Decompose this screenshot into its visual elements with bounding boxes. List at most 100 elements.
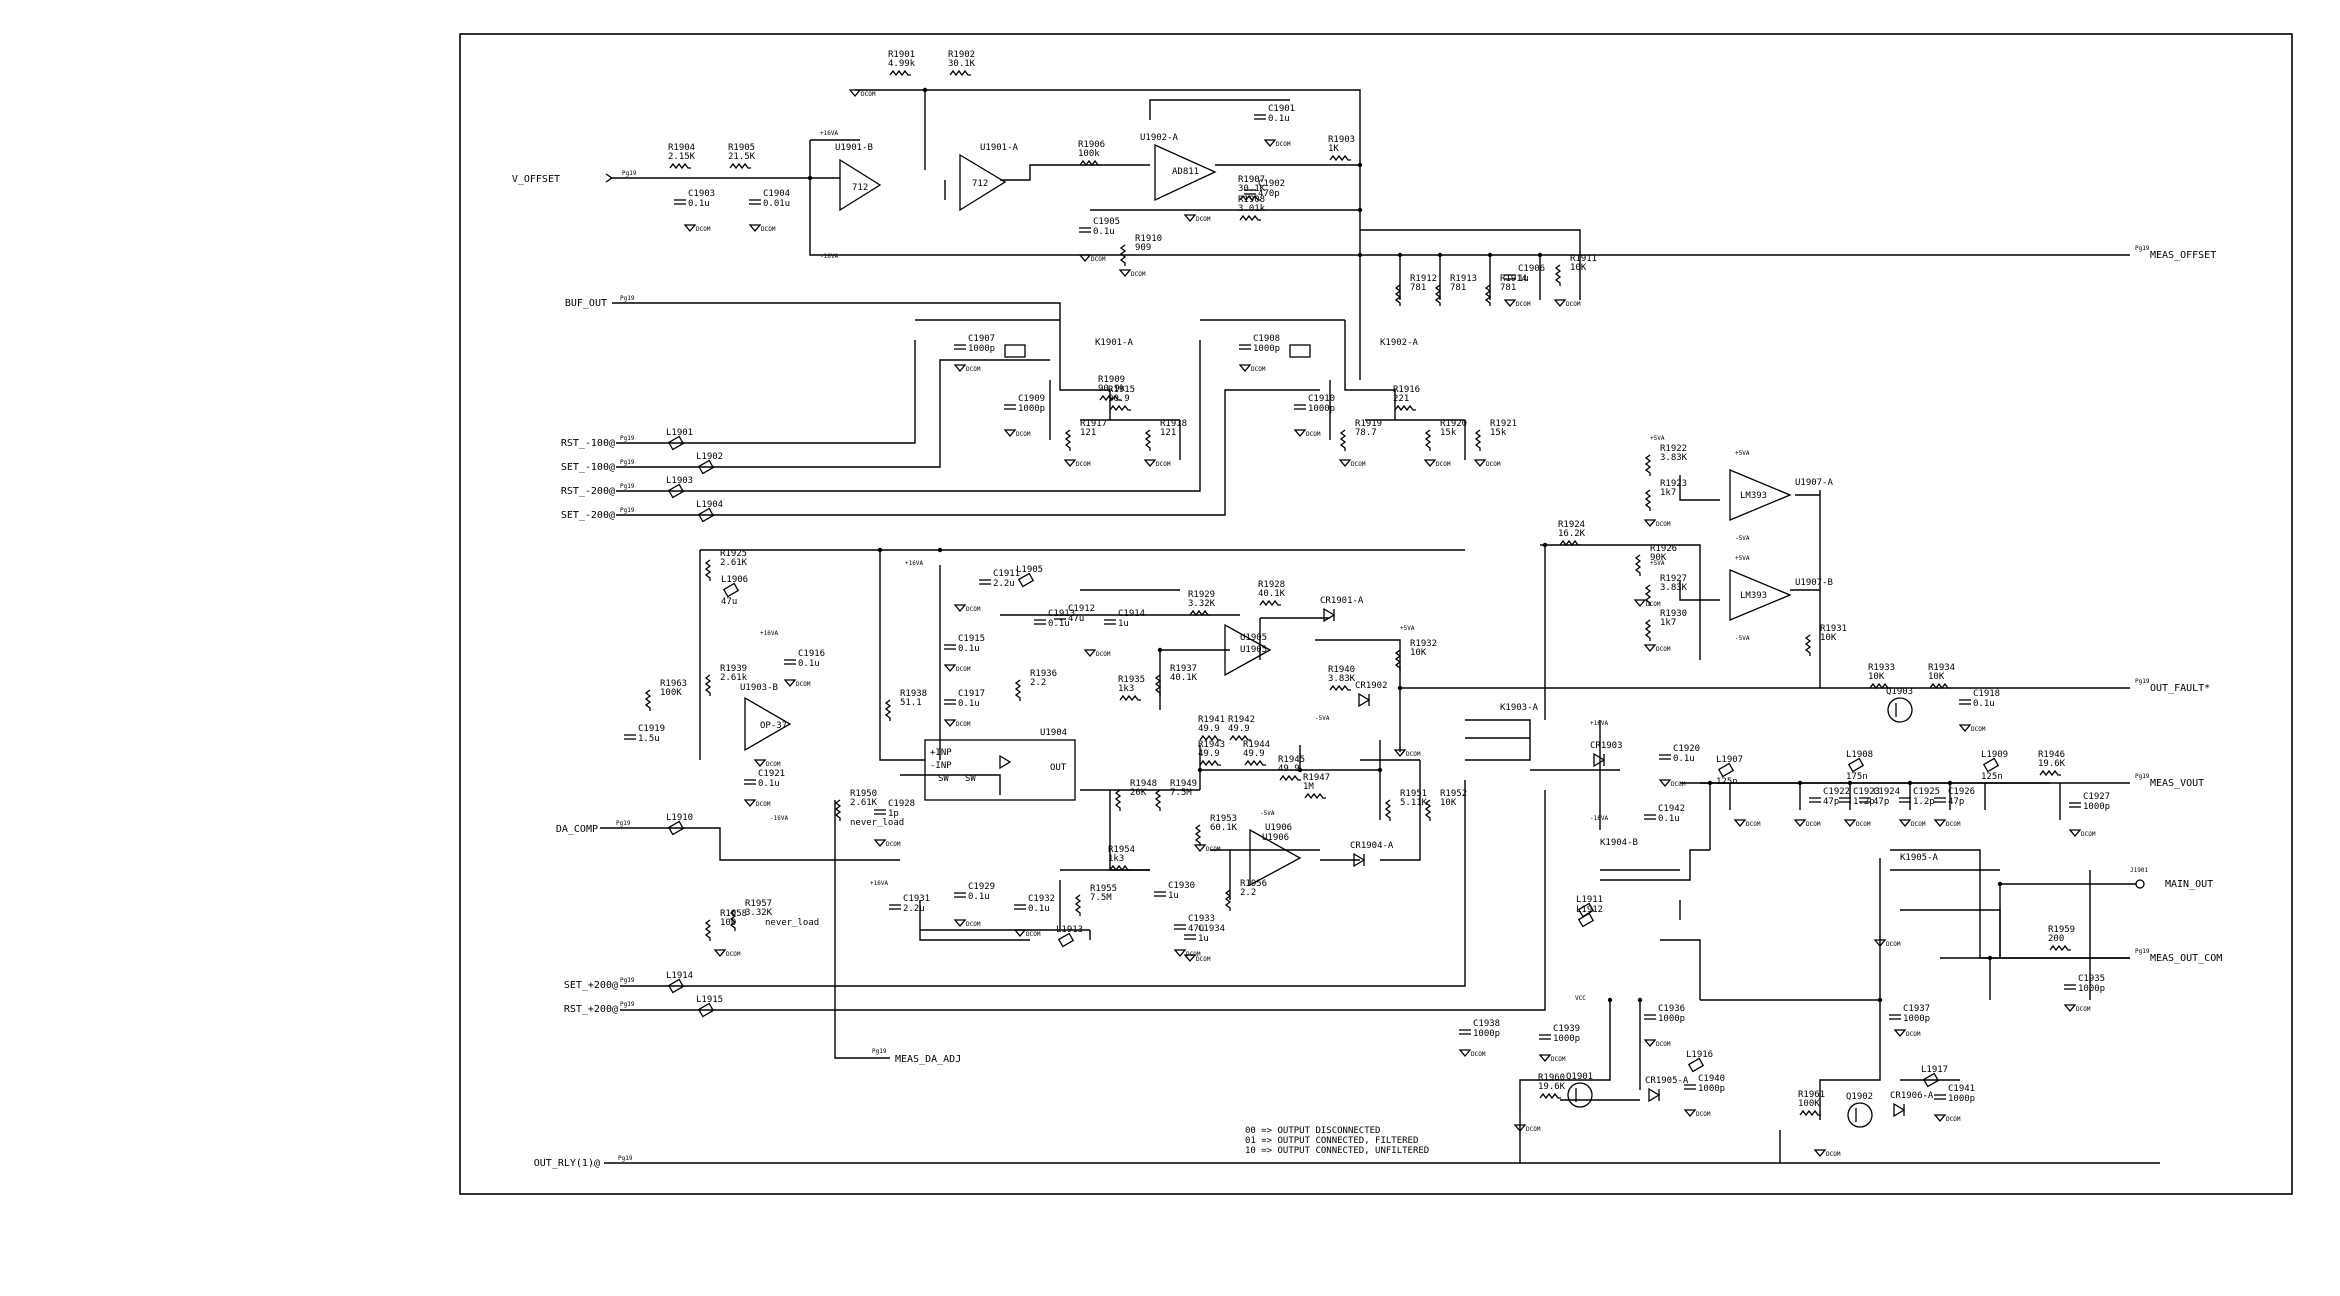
- ground-label: DCOM: [761, 226, 776, 233]
- capacitor-ref: C1938: [1473, 1019, 1500, 1029]
- capacitor-value: 0.1u: [688, 199, 710, 209]
- junction: [937, 547, 943, 553]
- capacitor-value: 0.1u: [968, 892, 990, 902]
- resistor-ref: R1905: [728, 143, 755, 153]
- svg-text:OUT_FAULT*: OUT_FAULT*: [2150, 683, 2210, 694]
- capacitor-ref: C1929: [968, 882, 995, 892]
- svg-text:Pg19: Pg19: [2135, 948, 2150, 955]
- capacitor-ref: C1921: [758, 769, 785, 779]
- never-load-label: never_load: [850, 818, 904, 828]
- capacitor-ref: C1905: [1093, 217, 1120, 227]
- resistor-ref: R1952: [1440, 789, 1467, 799]
- supply-label: +5VA: [1650, 435, 1665, 442]
- port-out-fault: Pg19 OUT_FAULT*: [1400, 678, 2210, 694]
- inductor: L1914: [666, 971, 693, 981]
- resistor-ref: R1958: [720, 909, 747, 919]
- capacitor-ref: C1915: [958, 634, 985, 644]
- supply-label: -5VA: [1735, 635, 1750, 642]
- ground-icon: DCOM: [1423, 459, 1451, 468]
- ground-label: DCOM: [956, 666, 971, 673]
- ground-label: DCOM: [966, 921, 981, 928]
- resistor-value: 5.11K: [1400, 798, 1428, 808]
- port-meas-out-com: Pg19 MEAS_OUT_COM: [1980, 948, 2222, 964]
- resistor-value: 4.99k: [888, 59, 916, 69]
- capacitor-ref: C1937: [1903, 1004, 1930, 1014]
- resistor-value: 2.61K: [850, 798, 878, 808]
- resistor-value: 49.9: [1198, 749, 1220, 759]
- resistor-value: 909: [1135, 243, 1151, 253]
- notes: 00 => OUTPUT DISCONNECTED 01 => OUTPUT C…: [1245, 1126, 1429, 1156]
- capacitor-value: 0.1u: [1673, 754, 1695, 764]
- supply-label: +16VA: [870, 880, 888, 887]
- sheet-border: [459, 33, 2293, 1195]
- inductor-value: 125n: [1716, 777, 1738, 787]
- resistor-ref: R1940: [1328, 665, 1355, 675]
- right-block: LM393 LM393: [1465, 469, 2136, 1163]
- svg-text:Pg19: Pg19: [620, 459, 635, 466]
- resistor-value: 49.9: [1243, 749, 1265, 759]
- inductor-ref: L1916: [1686, 1050, 1713, 1060]
- supply-label: +5VA: [1400, 625, 1415, 632]
- ground-label: DCOM: [1746, 821, 1761, 828]
- capacitor-value: 1u: [1518, 274, 1529, 284]
- capacitor-ref: C1925: [1913, 787, 1940, 797]
- svg-text:OUT_RLY(1)@: OUT_RLY(1)@: [534, 1158, 600, 1169]
- inductor-ref: L1908: [1846, 750, 1873, 760]
- svg-text:Pg19: Pg19: [620, 483, 635, 490]
- inductor: L1910: [666, 813, 693, 823]
- ground-icon: DCOM: [1193, 844, 1221, 853]
- resistor-value: 100k: [1078, 149, 1100, 159]
- resistor-ref: R1948: [1130, 779, 1157, 789]
- supply-label: -16VA: [820, 253, 838, 260]
- resistor-value: 100K: [1798, 1099, 1820, 1109]
- resistor-value: 10K: [1928, 672, 1945, 682]
- capacitor-ref: C1932: [1028, 894, 1055, 904]
- ground-icon: DCOM: [1633, 599, 1661, 608]
- ground-label: DCOM: [1076, 461, 1091, 468]
- junction: [1707, 780, 1713, 786]
- inductor-ref: L1904: [696, 500, 723, 510]
- resistor-ref: R1922: [1660, 444, 1687, 454]
- relay-ref: K1904-B: [1600, 838, 1638, 848]
- junction: [1357, 207, 1363, 213]
- ground-icon: DCOM: [1338, 459, 1366, 468]
- ground-label: DCOM: [756, 801, 771, 808]
- resistor-ref: R1928: [1258, 580, 1285, 590]
- svg-text:Pg19: Pg19: [620, 435, 635, 442]
- resistor-ref: R1911: [1570, 254, 1597, 264]
- ground-label: DCOM: [1206, 846, 1221, 853]
- resistor-ref: R1923: [1660, 479, 1687, 489]
- ground-label: DCOM: [1131, 271, 1146, 278]
- port-out-rly: OUT_RLY(1)@ Pg19: [534, 1155, 2160, 1169]
- ground-label: DCOM: [796, 681, 811, 688]
- resistor-ref: R1927: [1660, 574, 1687, 584]
- transistor: Q1901: [1566, 1072, 1593, 1082]
- ground-label: DCOM: [1351, 461, 1366, 468]
- resistor-value: 30.1K: [948, 59, 976, 69]
- supply-label: -5VA: [1260, 810, 1275, 817]
- ground-icon: DCOM: [873, 839, 901, 848]
- junction: [1997, 881, 2003, 887]
- ground-icon: DCOM: [1873, 939, 1901, 948]
- svg-text:AD811: AD811: [1172, 167, 1199, 177]
- ground-icon: DCOM: [683, 224, 711, 233]
- inductor-ref: L1906: [721, 575, 748, 585]
- inductor-ref: L1910: [666, 813, 693, 823]
- resistor-value: 60.1K: [1210, 823, 1238, 833]
- resistor-ref: R1925: [720, 549, 747, 559]
- ground-label: DCOM: [1486, 461, 1501, 468]
